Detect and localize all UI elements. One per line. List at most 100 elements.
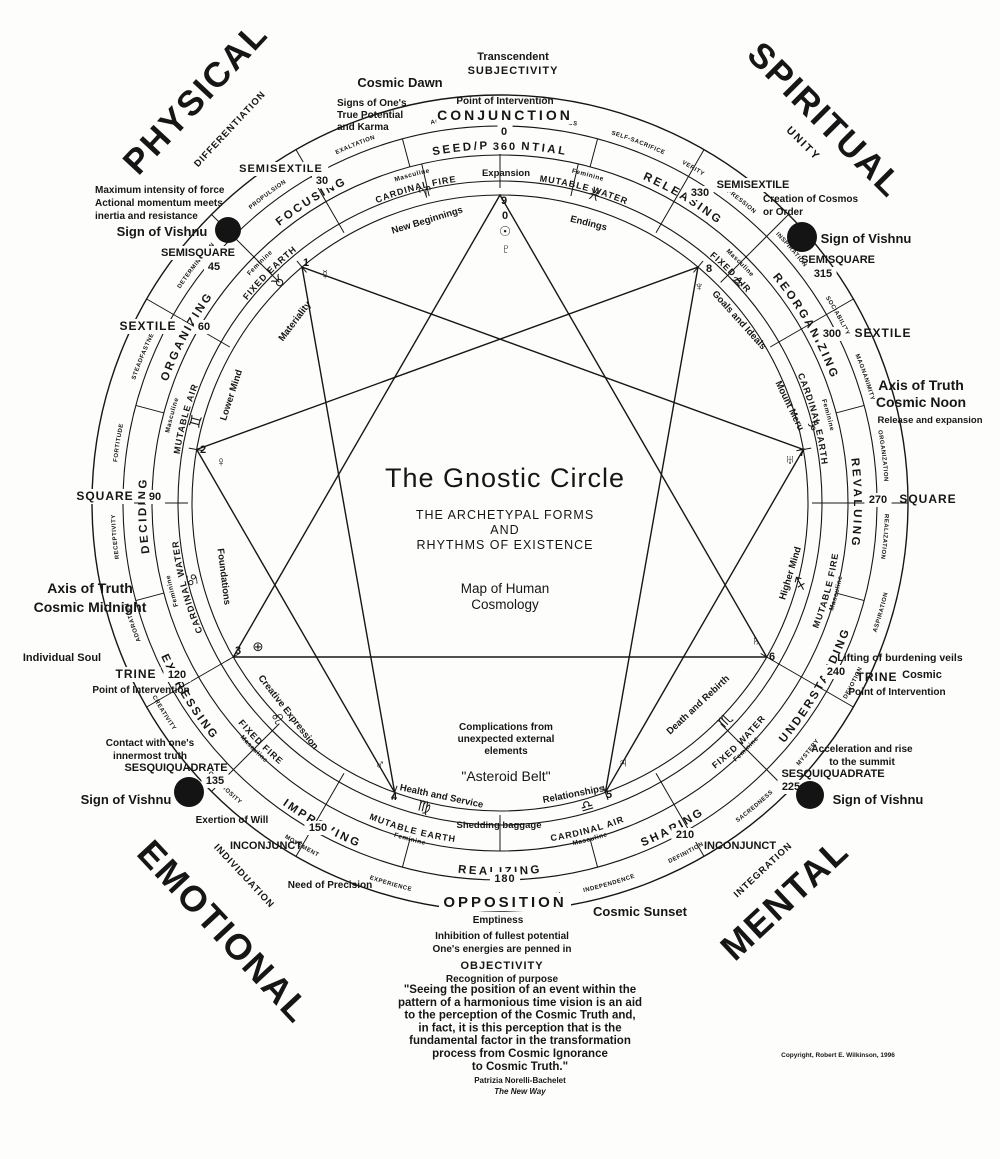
degree-label-300: 300 — [823, 328, 841, 340]
annotation-inertia-and-resistance: inertia and resistance — [95, 211, 198, 222]
annotation-cosmic-dawn: Cosmic Dawn — [357, 75, 442, 90]
annotation-axis-of-truth: Axis of Truth — [878, 377, 964, 393]
node-number-2: 2 — [200, 444, 206, 456]
aspect-label-trine: TRINE — [116, 667, 157, 681]
label-halo — [114, 319, 182, 334]
uranus-icon: ♅ — [785, 452, 795, 467]
aspect-tick — [769, 658, 854, 708]
virgo-icon: ♍ — [416, 797, 433, 817]
annotation-lifting-of-burdening-veils: Lifting of burdening veils — [837, 652, 963, 664]
quality-aspiration: ASPIRATION — [873, 592, 890, 634]
inner-label-materiality: Materiality — [276, 299, 313, 344]
quality-exaltation: EXALTATION — [335, 135, 376, 156]
aspect-tick — [655, 149, 705, 234]
label-halo — [822, 665, 850, 679]
mercury-icon: ☿ — [320, 267, 330, 282]
label-halo — [436, 107, 574, 124]
degree-label-210: 210 — [676, 829, 694, 841]
degree-label-120: 120 — [168, 669, 186, 681]
aspect-label-conjunction: CONJUNCTION — [437, 107, 573, 123]
annotation-innermost-truth: innermost truth — [113, 751, 187, 762]
quality-fortitude: FORTITUDE — [113, 423, 125, 462]
degree-label-90: 90 — [149, 491, 161, 503]
sign-of-vishnu-icon — [796, 781, 824, 809]
aspect-label-inconjunct: INCONJUNCT — [230, 840, 302, 852]
aspect-label-square: SQUARE — [899, 492, 956, 506]
node-number-7: 7 — [799, 447, 805, 459]
label-halo — [144, 490, 166, 504]
segment-divider — [836, 592, 865, 602]
process-reorganizing: REORGANIZING — [770, 271, 840, 381]
annotation-subjectivity: SUBJECTIVITY — [468, 65, 559, 77]
degree-label-270: 270 — [869, 494, 887, 506]
element-mutable-water: MUTABLE WATER — [539, 173, 630, 206]
label-halo — [304, 821, 332, 835]
aspect-tick — [720, 214, 789, 283]
annotation-maximum-intensity-of-force: Maximum intensity of force — [95, 185, 225, 196]
annotation-point-of-intervention: Point of Intervention — [92, 685, 189, 696]
libra-icon: ♎ — [578, 796, 596, 816]
enneagram-hexad-1-4-2-8-5-7 — [195, 265, 805, 793]
node-tick — [602, 785, 609, 801]
cancer-icon: ♋ — [183, 571, 203, 588]
process-deciding: DECIDING — [137, 477, 153, 555]
quality-organization: ORGANIZATION — [876, 430, 888, 482]
quality-magnanimity: MAGNANIMITY — [854, 353, 876, 401]
annotation-and-karma: and Karma — [337, 122, 389, 133]
inner-label-health-and-service: Health and Service — [399, 782, 484, 810]
earth-icon: ⊕ — [252, 639, 263, 654]
annotation-need-of-precision: Need of Precision — [288, 880, 372, 891]
enneagram-triangle-9-3-6 — [232, 193, 768, 658]
annotation-elements: elements — [484, 746, 528, 757]
inner-label-shedding-baggage: Shedding baggage — [457, 820, 542, 831]
diagram-title-the-gnostic-circle: The Gnostic Circle — [385, 463, 625, 493]
degree-label-45: 45 — [208, 261, 220, 273]
inner-label-endings: Endings — [569, 214, 608, 234]
quote-author-patrizia-norelli-bachelet: Patrizia Norelli-Bachelet — [474, 1076, 566, 1085]
aspect-label-opposition: OPPOSITION — [443, 894, 566, 911]
quote-source-the-new-way: The New Way — [494, 1087, 546, 1096]
gemini-icon: ♊ — [186, 413, 206, 430]
annotation-recognition-of-purpose: Recognition of purpose — [446, 974, 559, 985]
label-halo — [201, 774, 229, 788]
quote-line-process-from-cosmic-ignorance: process from Cosmic Ignorance — [432, 1048, 608, 1060]
annotation-release-and-expansion: Release and expansion — [877, 415, 982, 426]
aspect-tick — [146, 298, 231, 348]
inner-label-foundations: Foundations — [215, 548, 233, 606]
quote-line-pattern-of-a-harmonious-time-vision-is-an-aid: pattern of a harmonious time vision is a… — [398, 997, 642, 1009]
node-number-5: 5 — [606, 789, 612, 801]
annotation-cosmic-midnight: Cosmic Midnight — [34, 599, 147, 615]
scorpio-icon: ♏ — [715, 710, 737, 732]
aspect-tick — [146, 658, 231, 708]
copyright-copyright-robert-e-wilkinson-1996: Copyright, Robert E. Wilkinson, 1996 — [781, 1052, 895, 1059]
annotation-point-of-intervention: Point of Intervention — [456, 96, 553, 107]
label-halo — [439, 893, 571, 911]
pisces-icon: ♓ — [585, 185, 603, 205]
node-tick — [391, 785, 398, 801]
label-halo — [488, 140, 522, 154]
label-halo — [671, 828, 699, 842]
aspect-label-semisquare: SEMISQUARE — [161, 247, 235, 259]
aspect-tick — [655, 772, 705, 857]
annotation-exertion-of-will: Exertion of Will — [196, 815, 269, 826]
label-halo — [203, 260, 225, 274]
quote-line-to-cosmic-truth: to Cosmic Truth." — [472, 1061, 568, 1073]
sign-of-vishnu-icon — [787, 222, 817, 252]
quote-line-to-the-perception-of-the-cosmic-truth-and: to the perception of the Cosmic Truth an… — [404, 1010, 635, 1022]
annotation-inhibition-of-fullest-potential: Inhibition of fullest potential — [435, 931, 569, 942]
aspect-label-square: SQUARE — [76, 489, 133, 503]
node-number-0: 0 — [502, 210, 508, 222]
inner-label-new-beginnings: New Beginnings — [390, 205, 464, 237]
degree-label-180: 180 — [494, 873, 515, 885]
aries-icon: ♈ — [417, 183, 434, 203]
inner-label-creative-expression: Creative Expression — [256, 673, 321, 752]
label-halo — [193, 320, 215, 334]
quality-realization: REALIZATION — [879, 514, 889, 560]
degree-label-30: 30 — [316, 175, 328, 187]
aspect-label-trine: TRINE — [857, 670, 898, 684]
label-halo — [809, 267, 837, 281]
quote-line-fundamental-factor-in-the-transformation: fundamental factor in the transformation — [409, 1035, 631, 1047]
annotation-complications-from: Complications from — [459, 722, 553, 733]
degree-label-240: 240 — [827, 666, 845, 678]
segment-divider — [135, 592, 164, 602]
